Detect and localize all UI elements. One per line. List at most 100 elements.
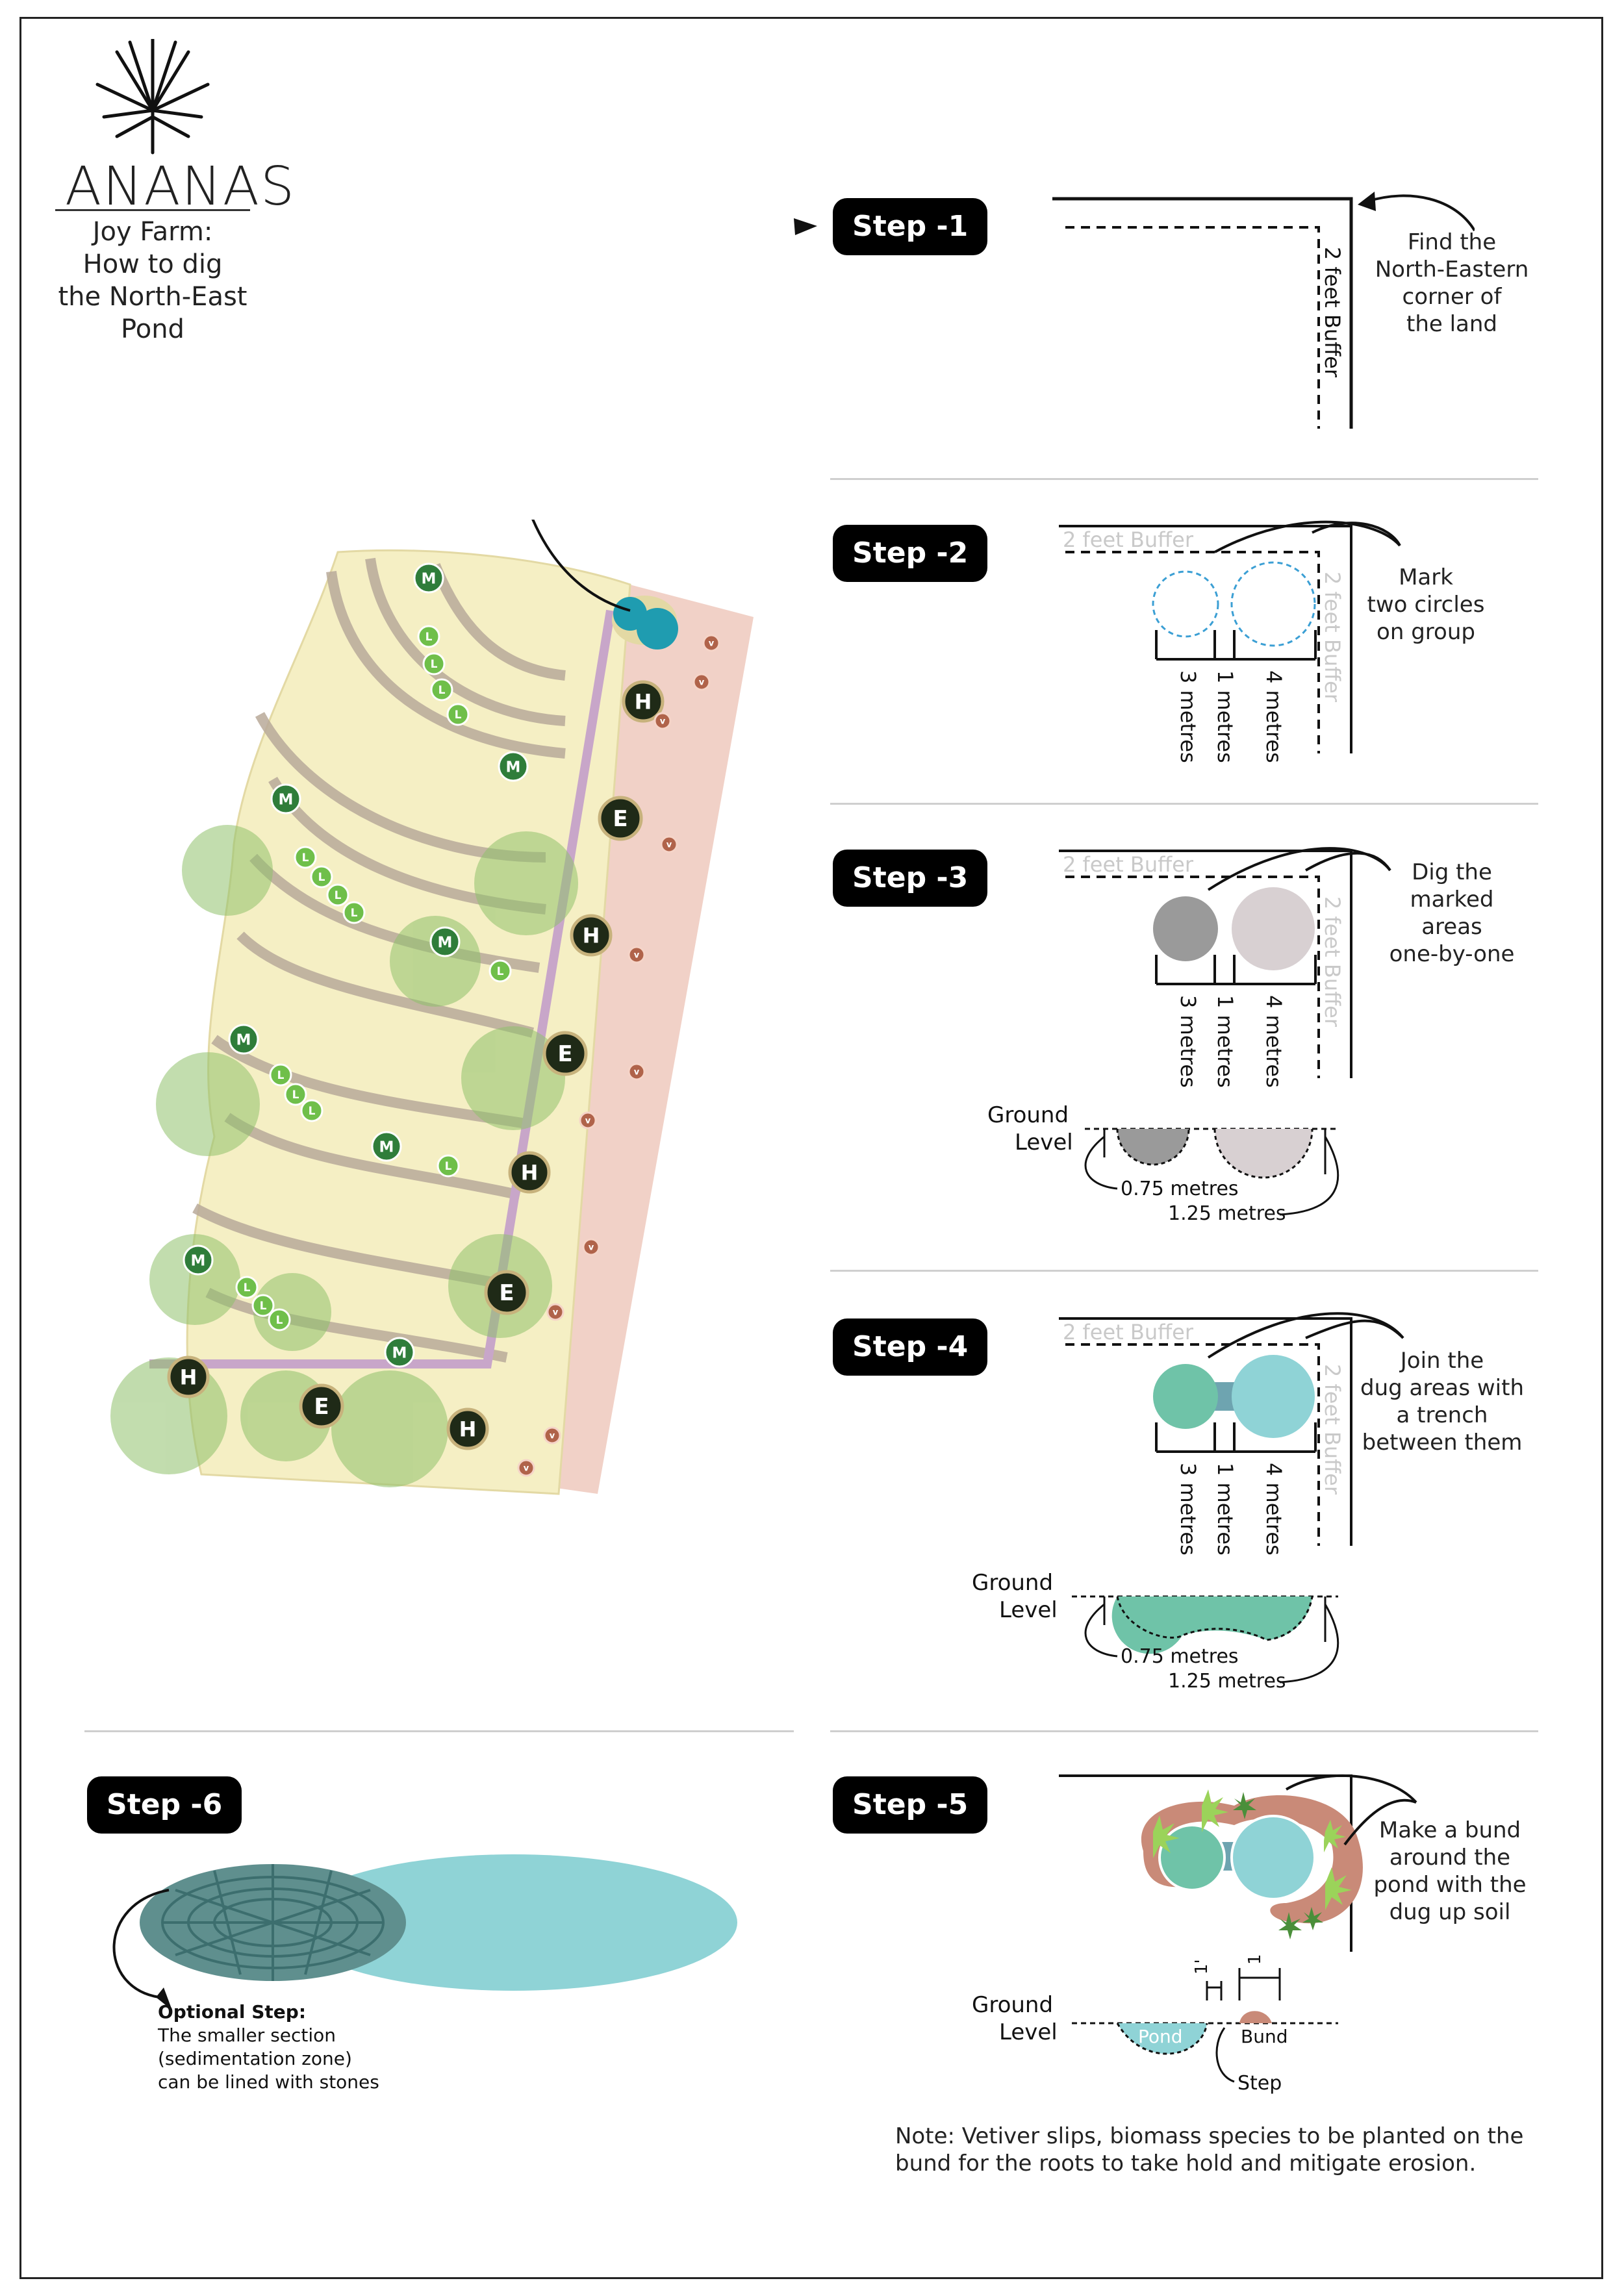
marker-v bbox=[628, 946, 646, 964]
step-5-ground-label: Ground bbox=[972, 1992, 1053, 2018]
marker-v bbox=[702, 634, 720, 652]
marker-label-v: v bbox=[550, 1432, 555, 1441]
step-4-depth-125: 1.25 metres bbox=[1168, 1670, 1286, 1693]
marker-label-v: v bbox=[699, 678, 705, 688]
step-6-badge: Step -6 bbox=[87, 1776, 242, 1834]
step-1-arrow-icon bbox=[1358, 192, 1475, 232]
marker-label-v: v bbox=[709, 639, 715, 649]
marker-label-h: H bbox=[180, 1365, 197, 1389]
marker-l bbox=[326, 883, 349, 907]
step-3-note: Dig the marked areas one-by-one bbox=[1389, 859, 1515, 967]
marker-e bbox=[542, 1031, 588, 1076]
marker-label-v: v bbox=[660, 717, 666, 727]
optional-step-body: The smaller section (sedimentation zone)… bbox=[158, 2025, 379, 2093]
optional-step-note: Optional Step: The smaller section (sedi… bbox=[158, 2000, 379, 2094]
step-1-buffer-label: 2 feet Buffer bbox=[1320, 247, 1345, 378]
step-3-ground-label: Ground bbox=[987, 1102, 1069, 1128]
marker-l bbox=[251, 1294, 275, 1317]
marker-label-l: L bbox=[318, 871, 325, 884]
marker-e bbox=[484, 1270, 529, 1315]
step-2-dim-1m: 1 metres bbox=[1213, 670, 1237, 763]
marker-e bbox=[598, 796, 643, 841]
marker-label-m: M bbox=[422, 570, 437, 587]
page-frame bbox=[19, 17, 1603, 2279]
marker-v bbox=[660, 835, 678, 853]
marker-label-l: L bbox=[309, 1105, 316, 1118]
marker-label-l: L bbox=[335, 889, 342, 902]
step-3-diagram: 2 feet Buffer 2 feet Buffer 3 metres 1 m… bbox=[1059, 847, 1391, 1088]
marker-v bbox=[543, 1426, 561, 1444]
marker-label-m: M bbox=[279, 791, 294, 808]
step-3-section: Ground Level 0.75 metres 1.25 metres bbox=[987, 1102, 1339, 1225]
marker-label-m: M bbox=[379, 1139, 394, 1155]
step-5-note: Make a bund around the pond with the dug… bbox=[1373, 1817, 1527, 1925]
divider-3 bbox=[830, 1270, 1538, 1272]
marker-label-l: L bbox=[431, 658, 438, 671]
marker-h bbox=[446, 1407, 489, 1450]
marker-l bbox=[269, 1063, 292, 1087]
marker-l bbox=[422, 652, 446, 675]
step-3-badge: Step -3 bbox=[833, 850, 988, 907]
marker-label-v: v bbox=[524, 1464, 529, 1474]
step-3-buffer-label: 2 feet Buffer bbox=[1063, 852, 1194, 877]
marker-l bbox=[300, 1099, 324, 1122]
marker-label-v: v bbox=[585, 1116, 591, 1126]
step-2-dim-3m: 3 metres bbox=[1176, 670, 1200, 763]
step-4-ground-label: Ground bbox=[972, 1570, 1053, 1596]
step-5-one-ft: 1' bbox=[1192, 1959, 1212, 1974]
marker-v bbox=[582, 1238, 600, 1256]
step-5-pond-label: Pond bbox=[1138, 2026, 1183, 2047]
step-1-diagram: 2 feet Buffer bbox=[1052, 197, 1353, 429]
step-2-buffer-label: 2 feet Buffer bbox=[1063, 527, 1194, 552]
marker-e bbox=[299, 1383, 344, 1429]
step-5-step-label: Step bbox=[1237, 2072, 1282, 2095]
marker-v bbox=[579, 1111, 597, 1129]
step-5-section: Ground Level Pond Bund 1' 1.5' Step bbox=[972, 1955, 1338, 2095]
step-2-buffer-label-vertical: 2 feet Buffer bbox=[1320, 572, 1345, 703]
step-2-dim-4m: 4 metres bbox=[1262, 670, 1286, 763]
step-5-plan bbox=[1059, 1774, 1417, 1952]
marker-label-v: v bbox=[666, 840, 672, 850]
marker-label-l: L bbox=[455, 709, 462, 722]
marker-label-h: H bbox=[635, 689, 652, 714]
plant-markers: MMMMMMMMLLLLLLLLLLLLLLLLHHHHHEEEEvvvvvvv… bbox=[167, 562, 720, 1477]
marker-l bbox=[294, 846, 317, 869]
marker-label-m: M bbox=[506, 759, 521, 776]
marker-m bbox=[384, 1337, 415, 1368]
step-4-badge: Step -4 bbox=[833, 1318, 988, 1376]
step-4-dim-3m: 3 metres bbox=[1176, 1463, 1200, 1556]
pond-marker bbox=[612, 596, 678, 650]
marker-label-m: M bbox=[438, 934, 453, 951]
marker-label-l: L bbox=[292, 1089, 299, 1102]
step-4-buffer-label: 2 feet Buffer bbox=[1063, 1320, 1194, 1344]
page-title: Joy Farm: How to dig the North-East Pond bbox=[58, 217, 247, 344]
marker-label-v: v bbox=[589, 1243, 594, 1253]
marker-v bbox=[628, 1063, 646, 1081]
marker-m bbox=[413, 562, 444, 594]
marker-label-l: L bbox=[351, 907, 358, 920]
marker-v bbox=[517, 1459, 535, 1477]
marker-label-e: E bbox=[613, 806, 628, 832]
marker-label-v: v bbox=[634, 951, 640, 961]
brand-name: ANANAS bbox=[65, 156, 296, 218]
marker-h bbox=[570, 914, 613, 957]
marker-label-l: L bbox=[260, 1300, 267, 1313]
marker-label-e: E bbox=[499, 1280, 514, 1306]
marker-l bbox=[430, 678, 453, 701]
optional-step-title: Optional Step: bbox=[158, 2001, 307, 2023]
step-4-dim-4m: 4 metres bbox=[1262, 1463, 1286, 1556]
marker-label-l: L bbox=[277, 1069, 285, 1082]
marker-label-m: M bbox=[236, 1031, 251, 1048]
marker-l bbox=[268, 1308, 291, 1331]
marker-l bbox=[417, 625, 440, 648]
vetiver-footnote: Note: Vetiver slips, biomass species to … bbox=[895, 2123, 1524, 2176]
step-5-badge: Step -5 bbox=[833, 1776, 988, 1834]
step-5-one-half-ft: 1.5' bbox=[1245, 1955, 1265, 1965]
step-4-section: Ground Level 0.75 metres 1.25 metres bbox=[972, 1570, 1339, 1693]
marker-m bbox=[183, 1244, 214, 1276]
step-4-level-label: Level bbox=[999, 1597, 1058, 1623]
marker-m bbox=[498, 751, 529, 782]
marker-l bbox=[284, 1083, 307, 1106]
step-2-note: Mark two circles on group bbox=[1367, 564, 1485, 645]
